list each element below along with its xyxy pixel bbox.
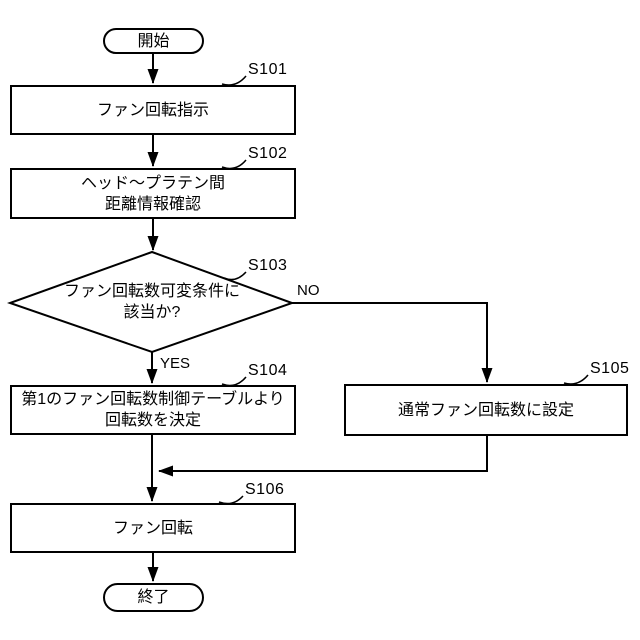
leader-line-s105	[563, 374, 589, 385]
arrow-s105-to-merge	[158, 436, 488, 477]
terminal-end: 終了	[103, 583, 204, 612]
process-box-s104-label-line2: 回転数を決定	[104, 412, 201, 429]
terminal-end-label: 終了	[137, 589, 170, 606]
process-box-s101: ファン回転指示	[10, 85, 296, 135]
process-box-s102: ヘッド～プラテン間 距離情報確認	[10, 168, 296, 219]
process-box-s105: 通常ファン回転数に設定	[344, 384, 628, 436]
process-box-s102-label-line2: 距離情報確認	[104, 195, 201, 213]
decision-s103-label-line1: ファン回転数可変条件に	[63, 283, 240, 300]
terminal-start: 開始	[103, 28, 204, 54]
step-label-s103: S103	[248, 257, 288, 274]
process-box-s104-label-line1: 第1のファン回転数制御テーブルより	[21, 391, 285, 408]
process-box-s105-label: 通常ファン回転数に設定	[397, 401, 574, 419]
arrow-s103-no-to-s105	[292, 302, 493, 383]
process-box-s101-label: ファン回転指示	[96, 101, 209, 119]
leader-line-s102	[221, 159, 247, 170]
decision-s103-label-line2: 該当か?	[123, 304, 181, 321]
step-label-s101: S101	[248, 61, 288, 78]
terminal-start-label: 開始	[137, 32, 170, 50]
branch-label-no: NO	[297, 282, 320, 299]
branch-label-yes: YES	[160, 355, 191, 372]
decision-diamond-s103: ファン回転数可変条件に 該当か?	[30, 281, 274, 323]
step-label-s102: S102	[248, 145, 288, 162]
leader-line-s101	[221, 75, 247, 86]
step-label-s104: S104	[248, 362, 288, 379]
process-box-s102-label-line1: ヘッド～プラテン間	[80, 174, 225, 192]
step-label-s106: S106	[245, 481, 285, 498]
process-box-s106-label: ファン回転	[112, 519, 193, 537]
leader-line-s103	[223, 271, 247, 281]
leader-line-s104	[221, 376, 247, 387]
process-box-s106: ファン回転	[10, 503, 296, 553]
process-box-s104: 第1のファン回転数制御テーブルより 回転数を決定	[10, 385, 296, 435]
step-label-s105: S105	[590, 360, 630, 377]
